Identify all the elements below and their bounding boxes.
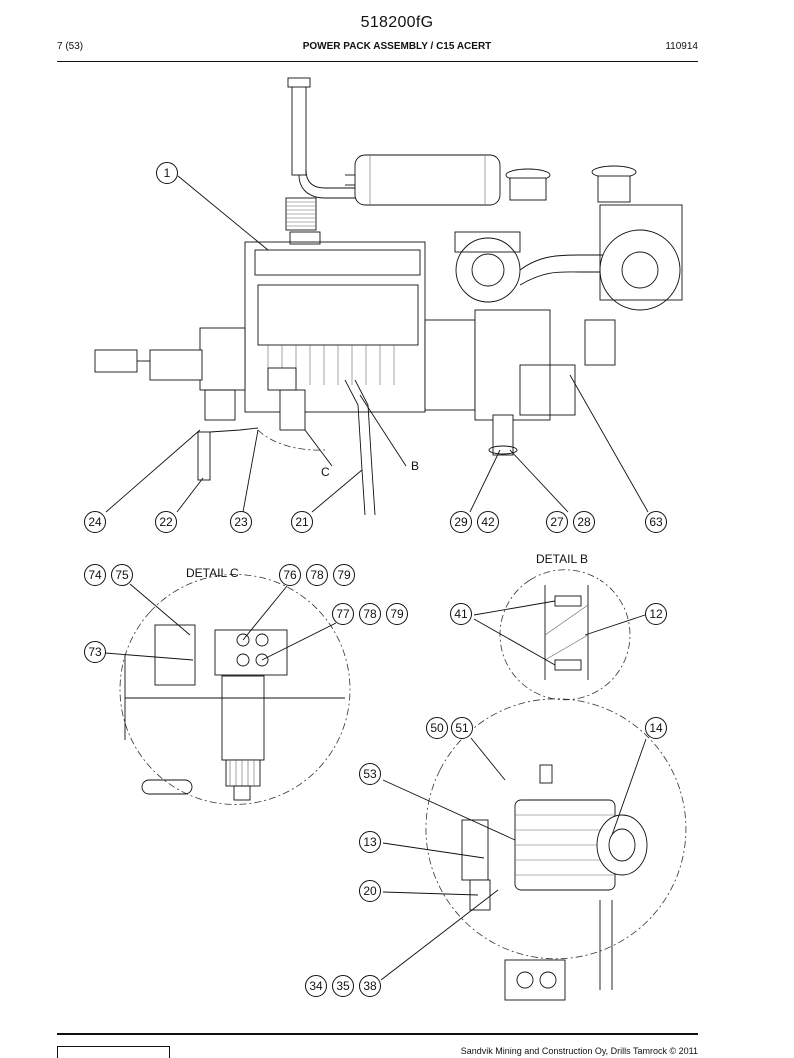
callout-13: 13 (359, 831, 381, 853)
callout-41: 41 (450, 603, 472, 625)
callout-14: 14 (645, 717, 667, 739)
callout-23: 23 (230, 511, 252, 533)
callout-38: 38 (359, 975, 381, 997)
callout-51: 51 (451, 717, 473, 739)
callout-21: 21 (291, 511, 313, 533)
callout-35: 35 (332, 975, 354, 997)
detail-c-title: DETAIL C (186, 566, 239, 580)
footer-rule (57, 1033, 698, 1035)
callout-28: 28 (573, 511, 595, 533)
callout-75: 75 (111, 564, 133, 586)
main-leaders (105, 175, 649, 513)
callout-42: 42 (477, 511, 499, 533)
header-rule (57, 61, 698, 62)
main-engine-view (94, 77, 683, 516)
callout-1: 1 (156, 162, 178, 184)
callout-74: 74 (84, 564, 106, 586)
callout-76: 76 (279, 564, 301, 586)
detail-c-view (119, 574, 351, 805)
callout-29: 29 (450, 511, 472, 533)
detail-b-title: DETAIL B (536, 552, 589, 566)
page-title: POWER PACK ASSEMBLY / C15 ACERT (302, 41, 492, 52)
detail-c-leaders (104, 583, 337, 661)
detail-lower-view (425, 698, 687, 1001)
callout-34: 34 (305, 975, 327, 997)
callout-79-a: 79 (333, 564, 355, 586)
detail-b-view (499, 569, 631, 701)
callout-63: 63 (645, 511, 667, 533)
doc-number: 518200fG (360, 14, 434, 31)
callout-27: 27 (546, 511, 568, 533)
callout-77: 77 (332, 603, 354, 625)
callout-24: 24 (84, 511, 106, 533)
callout-50: 50 (426, 717, 448, 739)
callout-22: 22 (155, 511, 177, 533)
footer-copyright: Sandvik Mining and Construction Oy, Dril… (460, 1046, 698, 1056)
detail-lower-leaders (380, 737, 647, 981)
callout-79-b: 79 (386, 603, 408, 625)
page-reference: 7 (53) (57, 41, 84, 52)
callout-53: 53 (359, 763, 381, 785)
callout-20: 20 (359, 880, 381, 902)
view-letter-c: C (321, 465, 330, 479)
detail-b-leaders (473, 600, 646, 666)
date-code: 110914 (665, 41, 698, 52)
callout-73: 73 (84, 641, 106, 663)
footer-logo (57, 1046, 170, 1058)
callout-78-a: 78 (306, 564, 328, 586)
callout-12: 12 (645, 603, 667, 625)
view-letter-b: B (411, 459, 420, 473)
callout-78-b: 78 (359, 603, 381, 625)
